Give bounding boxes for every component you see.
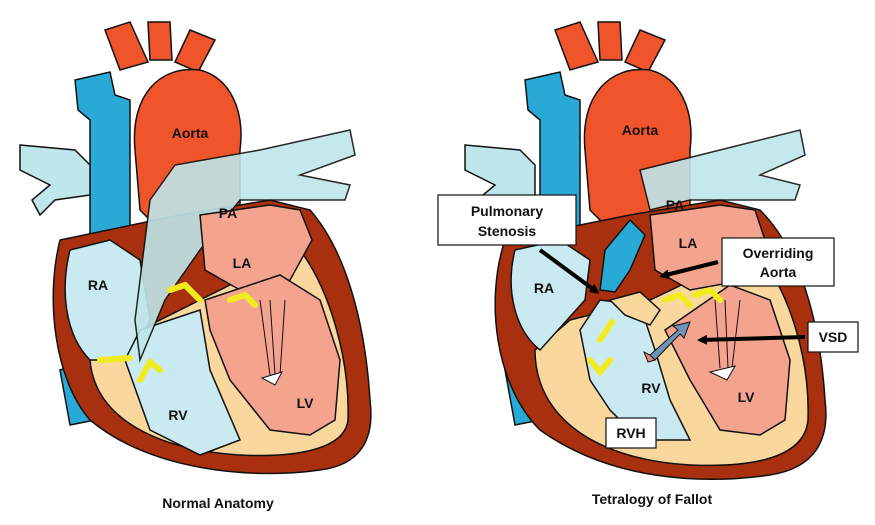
- label-rv: RV: [168, 407, 188, 423]
- left-atrium: [199, 204, 313, 291]
- callout-rvh: RVH: [605, 417, 657, 449]
- callout-pulmonary-stenosis-line1: Pulmonary: [471, 203, 544, 219]
- label-la: LA: [679, 235, 698, 251]
- superior-vena-cava: [74, 71, 131, 241]
- label-rv: RV: [641, 380, 661, 396]
- label-pa: PA: [666, 197, 684, 213]
- right-atrium: [510, 239, 591, 352]
- callout-vsd-label: VSD: [819, 329, 848, 345]
- vsd-shunt-arrow: [643, 321, 691, 363]
- valves: [587, 286, 723, 377]
- label-pa: PA: [219, 205, 237, 221]
- callout-pulmonary-stenosis-line2: Stenosis: [478, 223, 537, 239]
- callout-vsd: VSD: [697, 321, 859, 353]
- aorta-branches: [104, 21, 217, 73]
- hypertrophied-septum: [608, 291, 661, 326]
- aorta-branches: [554, 21, 667, 73]
- normal-heart: Aorta PA LA RA RV LV Normal Anatomy: [19, 21, 372, 511]
- pulmonary-vein-left: [19, 144, 91, 217]
- chordae: [259, 299, 286, 376]
- label-aorta: Aorta: [172, 125, 209, 141]
- label-la: LA: [233, 255, 252, 271]
- callout-overriding-aorta: Overriding Aorta: [659, 237, 835, 287]
- label-lv: LV: [297, 395, 315, 411]
- label-ra: RA: [534, 280, 554, 296]
- left-ventricle: [204, 274, 341, 436]
- caption-tetralogy-of-fallot: Tetralogy of Fallot: [592, 491, 713, 507]
- papillary-muscle: [260, 371, 284, 386]
- label-ra: RA: [88, 277, 108, 293]
- chordae: [714, 299, 741, 369]
- callout-overriding-aorta-line2: Aorta: [760, 264, 797, 280]
- callout-overriding-aorta-line1: Overriding: [743, 245, 814, 261]
- callout-rvh-label: RVH: [616, 425, 645, 441]
- papillary-muscle: [708, 365, 737, 381]
- pulmonary-artery: [134, 129, 356, 363]
- pulmonary-artery: [639, 129, 806, 211]
- callout-pulmonary-stenosis: Pulmonary Stenosis: [437, 194, 600, 294]
- stenotic-pulmonary-trunk: [599, 218, 646, 293]
- tetralogy-heart: Aorta PA LA RA RV LV Pulmonary Stenosis …: [437, 21, 859, 507]
- label-aorta: Aorta: [622, 122, 659, 138]
- valves: [97, 281, 258, 383]
- label-lv: LV: [738, 389, 756, 405]
- caption-normal-anatomy: Normal Anatomy: [162, 495, 274, 511]
